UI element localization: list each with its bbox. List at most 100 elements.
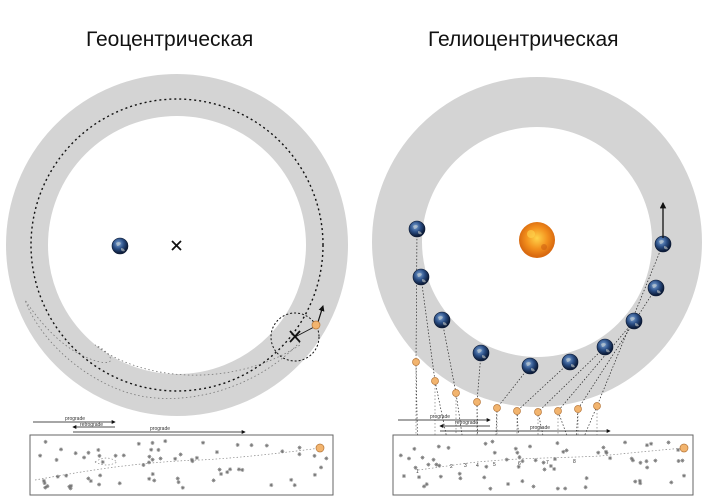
star-icon <box>584 476 589 481</box>
earth-icon <box>521 357 539 375</box>
orbit-ring <box>6 74 348 416</box>
star-icon <box>88 479 93 484</box>
star-icon <box>269 483 274 488</box>
sky-position-label: 8 <box>573 459 576 465</box>
star-icon <box>649 441 654 446</box>
star-icon <box>682 473 687 478</box>
star-icon <box>608 456 613 461</box>
star-icon <box>211 478 216 483</box>
earth-icon <box>412 268 430 286</box>
star-icon <box>488 486 493 491</box>
star-icon <box>113 453 118 458</box>
planet-marker <box>574 405 582 413</box>
planet-marker <box>311 320 321 330</box>
star-icon <box>235 442 240 447</box>
star-icon <box>150 472 155 477</box>
star-icon <box>156 447 161 452</box>
star-icon <box>516 464 521 469</box>
star-field <box>38 439 329 491</box>
x-mark-icon <box>289 330 301 343</box>
planet-marker <box>513 407 521 415</box>
star-icon <box>533 458 538 463</box>
star-icon <box>190 459 195 464</box>
star-icon <box>201 440 206 445</box>
star-icon <box>64 473 69 478</box>
star-icon <box>504 457 509 462</box>
motion-arrow <box>317 305 325 323</box>
star-icon <box>563 486 568 491</box>
x-mark-icon <box>171 240 182 251</box>
star-icon <box>601 445 606 450</box>
star-icon <box>100 460 105 465</box>
planet-positions <box>412 358 601 416</box>
planet-marker <box>431 377 439 385</box>
star-icon <box>178 452 183 457</box>
star-icon <box>520 459 525 464</box>
star-icon <box>422 484 427 489</box>
motion-arrows-right: prograde retrograde prograde <box>398 414 611 433</box>
star-icon <box>249 443 254 448</box>
star-icon <box>401 474 406 479</box>
star-icon <box>43 485 48 490</box>
orbit-ring <box>372 77 702 407</box>
star-icon <box>214 450 219 455</box>
star-icon <box>43 439 48 444</box>
sky-position-label: 5 <box>493 462 496 468</box>
star-icon <box>312 472 317 477</box>
sky-position-label: 1 <box>416 469 419 475</box>
sun-icon <box>519 222 555 258</box>
star-icon <box>548 463 553 468</box>
star-icon <box>653 458 658 463</box>
star-icon <box>666 440 671 445</box>
star-icon <box>645 465 650 470</box>
star-icon <box>458 476 463 481</box>
star-icon <box>484 464 489 469</box>
star-icon <box>417 475 422 480</box>
star-icon <box>420 455 425 460</box>
star-icon <box>583 485 588 490</box>
planet-marker <box>593 402 601 410</box>
planet-path <box>24 299 301 399</box>
star-icon <box>312 453 317 458</box>
star-icon <box>446 445 451 450</box>
star-icon <box>121 453 126 458</box>
star-icon <box>513 446 518 451</box>
star-icon <box>82 455 87 460</box>
star-icon <box>398 453 403 458</box>
planet-marker <box>679 443 689 453</box>
star-icon <box>152 478 157 483</box>
star-icon <box>669 480 674 485</box>
sky-position-label: 2 <box>450 464 453 470</box>
star-icon <box>180 485 185 490</box>
arrow-label: prograde <box>430 414 450 420</box>
star-icon <box>264 443 269 448</box>
star-icon <box>147 476 152 481</box>
star-icon <box>297 445 302 450</box>
star-icon <box>73 451 78 456</box>
star-icon <box>603 449 608 454</box>
star-icon <box>638 460 643 465</box>
star-icon <box>45 484 50 489</box>
epicycle-radius <box>294 325 317 338</box>
star-icon <box>438 474 443 479</box>
star-icon <box>98 473 103 478</box>
star-icon <box>289 477 294 482</box>
star-icon <box>280 449 285 454</box>
star-icon <box>555 441 560 446</box>
star-icon <box>413 465 418 470</box>
star-field <box>398 439 687 491</box>
star-icon <box>55 474 60 479</box>
star-icon <box>528 444 533 449</box>
sky-position-label: 3 <box>464 463 467 469</box>
deferent-circle <box>30 98 324 392</box>
star-icon <box>150 457 155 462</box>
planet-marker <box>493 404 501 412</box>
star-icon <box>96 447 101 452</box>
star-icon <box>149 447 154 452</box>
star-icon <box>228 467 233 472</box>
star-icon <box>542 467 547 472</box>
star-icon <box>97 453 102 458</box>
star-icon <box>217 467 222 472</box>
